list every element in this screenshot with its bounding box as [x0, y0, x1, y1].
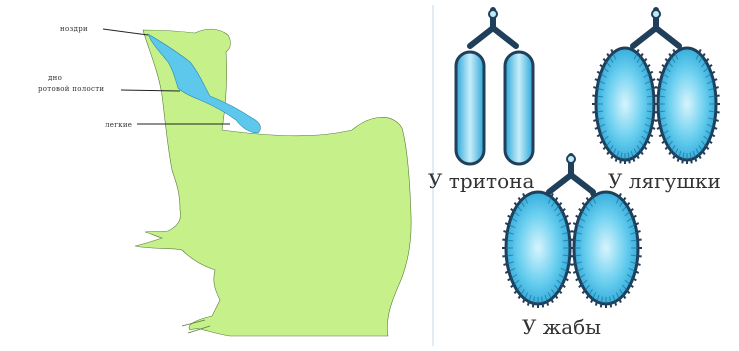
lung-ridge-tick — [654, 95, 658, 96]
lung-ridge-tick — [570, 256, 574, 257]
lung-ridge-tick — [555, 198, 557, 201]
frog-right-lung — [658, 48, 716, 160]
oral-cavity-label-line-1: дно — [48, 74, 62, 82]
toad-left-lung — [506, 192, 570, 304]
toad-right-lung — [574, 192, 638, 304]
lung-ridge-tick — [519, 198, 521, 201]
lung-ridge-tick — [603, 59, 606, 62]
lung-ridge-tick — [638, 256, 642, 257]
lung-ridge-tick — [587, 295, 589, 298]
lung-ridge-tick — [665, 146, 668, 149]
frog-diagram: ноздри дно ротовой полости легкие — [38, 25, 411, 336]
lung-ridge-tick — [571, 264, 575, 265]
lung-ridge-tick — [547, 302, 548, 306]
lung-ridge-tick — [601, 303, 602, 307]
lung-ridge-tick — [641, 151, 643, 154]
lung-ridge-tick — [695, 158, 696, 162]
lung-ridge-tick — [716, 112, 720, 113]
lung-ridge-tick — [503, 231, 507, 232]
lung-ridge-tick — [571, 231, 575, 232]
lung-ridge-tick — [559, 290, 562, 293]
lung-ridge-tick — [665, 59, 668, 62]
lung-ridge-tick — [603, 146, 606, 149]
lung-ridge-tick — [678, 158, 679, 162]
lung-ridge-tick — [559, 203, 562, 206]
lung-ridge-tick — [514, 290, 517, 293]
lung-ridge-tick — [623, 198, 625, 201]
lung-ridge-tick — [582, 290, 585, 293]
lung-ridge-tick — [682, 159, 683, 163]
lungs-label: легкие — [105, 121, 132, 129]
lung-ridge-tick — [655, 120, 659, 121]
lung-ridge-tick — [611, 303, 612, 307]
lung-ridge-tick — [570, 239, 574, 240]
newt-lungs — [456, 10, 533, 164]
lung-ridge-tick — [706, 146, 709, 149]
lung-ridge-tick — [596, 302, 597, 306]
lung-ridge-tick — [503, 264, 507, 265]
lung-ridge-tick — [623, 295, 625, 298]
lung-ridge-tick — [703, 151, 705, 154]
frog-caption: У лягушки — [608, 169, 721, 193]
lung-ridge-tick — [644, 59, 647, 62]
lung-ridge-tick — [620, 159, 621, 163]
lung-ridge-tick — [615, 302, 616, 306]
lung-ridge-tick — [543, 303, 544, 307]
lung-ridge-tick — [637, 231, 641, 232]
lung-ridge-tick — [592, 112, 596, 113]
lung-ridge-tick — [638, 239, 642, 240]
lung-ridge-tick — [691, 159, 692, 163]
newt-larynx — [489, 10, 497, 18]
newt-left-lung — [456, 52, 484, 164]
lung-ridge-tick — [592, 95, 596, 96]
lung-ridge-tick — [669, 54, 671, 57]
lung-ridge-tick — [641, 54, 643, 57]
lung-ridge-tick — [637, 264, 641, 265]
lung-ridge-tick — [633, 158, 634, 162]
oral-cavity-label: дно ротовой полости — [38, 74, 104, 93]
lung-ridge-tick — [669, 151, 671, 154]
lung-ridge-tick — [716, 95, 720, 96]
nostril-label: ноздри — [60, 25, 88, 33]
lung-ridge-tick — [528, 302, 529, 306]
lung-ridge-tick — [502, 239, 506, 240]
lung-ridge-tick — [514, 203, 517, 206]
lung-ridge-tick — [627, 290, 630, 293]
lung-ridge-tick — [533, 303, 534, 307]
lung-ridge-tick — [616, 158, 617, 162]
newt-right-lung — [505, 52, 533, 164]
lung-ridge-tick — [715, 87, 719, 88]
lung-ridge-tick — [654, 112, 658, 113]
lung-ridge-tick — [627, 203, 630, 206]
lung-ridge-tick — [587, 198, 589, 201]
lung-ridge-tick — [582, 203, 585, 206]
lung-ridge-tick — [629, 159, 630, 163]
frog-left-lung — [596, 48, 654, 160]
lung-ridge-tick — [555, 295, 557, 298]
lung-ridge-tick — [593, 120, 597, 121]
lung-ridge-tick — [502, 256, 506, 257]
nostril-leader-line — [103, 29, 148, 35]
newt-caption: У тритона — [428, 169, 534, 193]
lung-ridge-tick — [703, 54, 705, 57]
oral-cavity-label-line-2: ротовой полости — [38, 85, 104, 93]
lung-ridge-tick — [644, 146, 647, 149]
lung-ridge-tick — [607, 54, 609, 57]
lung-ridge-tick — [715, 120, 719, 121]
toad-caption: У жабы — [522, 315, 601, 339]
lung-ridge-tick — [655, 87, 659, 88]
lung-ridge-tick — [607, 151, 609, 154]
lung-ridge-tick — [519, 295, 521, 298]
lung-ridge-tick — [706, 59, 709, 62]
toad-larynx — [567, 155, 575, 163]
lung-ridge-tick — [593, 87, 597, 88]
frog-lungs — [592, 10, 720, 164]
frog-larynx — [652, 10, 660, 18]
